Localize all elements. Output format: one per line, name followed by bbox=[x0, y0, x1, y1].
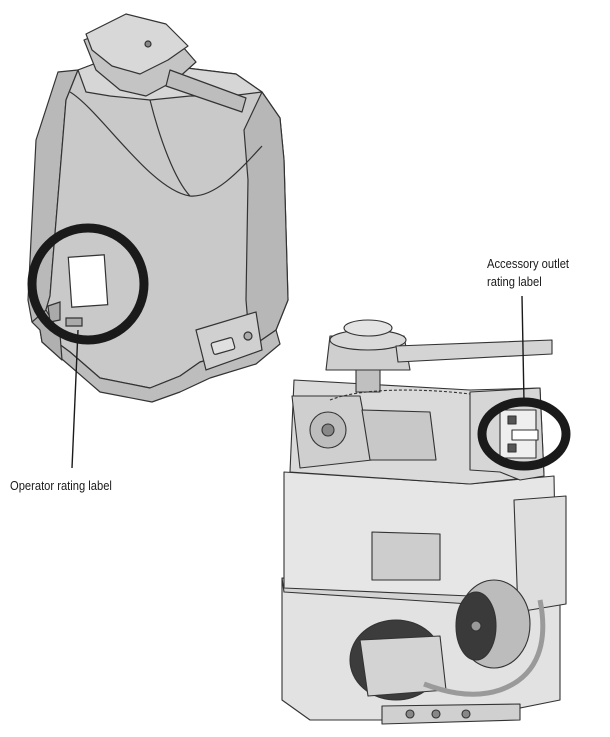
base-plate bbox=[381, 703, 521, 725]
spindle-cap bbox=[343, 319, 393, 337]
drive-arm bbox=[395, 339, 553, 363]
operator-frame bbox=[281, 319, 567, 725]
accessory-outlet-label-text-line1: Accessory outlet bbox=[487, 256, 570, 271]
accessory-outlet-label-patch bbox=[511, 429, 539, 441]
handle-lever-arm bbox=[165, 69, 247, 113]
accessory-outlet-label-text-line2: rating label bbox=[487, 274, 542, 289]
spindle-shaft bbox=[355, 369, 381, 393]
housing-switch-2 bbox=[65, 317, 83, 327]
housing-right-face bbox=[243, 91, 289, 349]
power-cable bbox=[423, 599, 546, 697]
outlet-socket-top bbox=[507, 415, 517, 425]
motor-hub bbox=[470, 620, 482, 632]
base-bolt-3 bbox=[461, 709, 471, 719]
control-panel bbox=[195, 311, 263, 371]
control-board bbox=[513, 495, 567, 613]
housing-crease bbox=[69, 91, 263, 197]
housing-switch bbox=[47, 301, 61, 323]
capacitor-block bbox=[361, 409, 437, 461]
operator-rating-label-text: Operator rating label bbox=[10, 478, 112, 493]
handle-top bbox=[85, 13, 189, 75]
housing-foot bbox=[31, 309, 63, 361]
operator-leader-line bbox=[71, 329, 79, 469]
handle-screw bbox=[144, 40, 152, 48]
release-handle bbox=[83, 13, 247, 113]
operator-label-area bbox=[47, 254, 109, 327]
transformer bbox=[371, 531, 441, 581]
base-bolt-2 bbox=[431, 709, 441, 719]
outlet-socket-bottom bbox=[507, 443, 517, 453]
gear-pulley-hub bbox=[321, 423, 335, 437]
base-bolt-1 bbox=[405, 709, 415, 719]
panel-button bbox=[210, 337, 236, 355]
panel-key bbox=[243, 331, 253, 341]
accessory-leader-line bbox=[521, 295, 525, 403]
operator-rating-label-patch bbox=[67, 254, 109, 308]
housing-crease-2 bbox=[149, 99, 191, 197]
operator-label-highlight-circle bbox=[27, 223, 149, 345]
